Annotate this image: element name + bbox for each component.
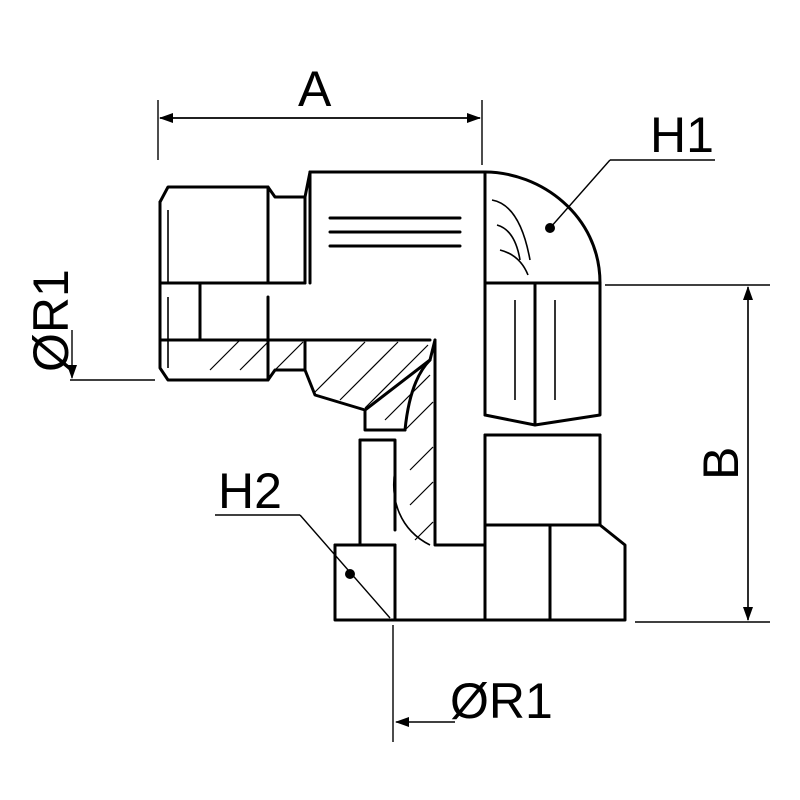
male-stud — [158, 170, 312, 382]
thread-bottom-dimension: ØR1 — [392, 625, 553, 742]
dimension-a: A — [157, 61, 483, 165]
thread-left-dimension: ØR1 — [23, 269, 155, 381]
leader-h1: H1 — [549, 107, 715, 229]
thread-left-label: ØR1 — [23, 269, 79, 372]
swivel-nut — [333, 433, 627, 622]
hex-bottom-dot — [345, 569, 355, 579]
dimension-b-label: B — [693, 447, 749, 480]
thread-bottom-label: ØR1 — [450, 673, 553, 729]
dimension-b: B — [605, 284, 770, 623]
leader-h2: H2 — [215, 463, 391, 619]
dimension-a-label: A — [298, 61, 332, 117]
elbow-hex-top — [483, 170, 602, 427]
hex-bottom-label: H2 — [218, 463, 282, 519]
elbow-body — [158, 170, 602, 547]
hex-top-label: H1 — [650, 107, 714, 163]
section-hatch — [209, 339, 434, 541]
